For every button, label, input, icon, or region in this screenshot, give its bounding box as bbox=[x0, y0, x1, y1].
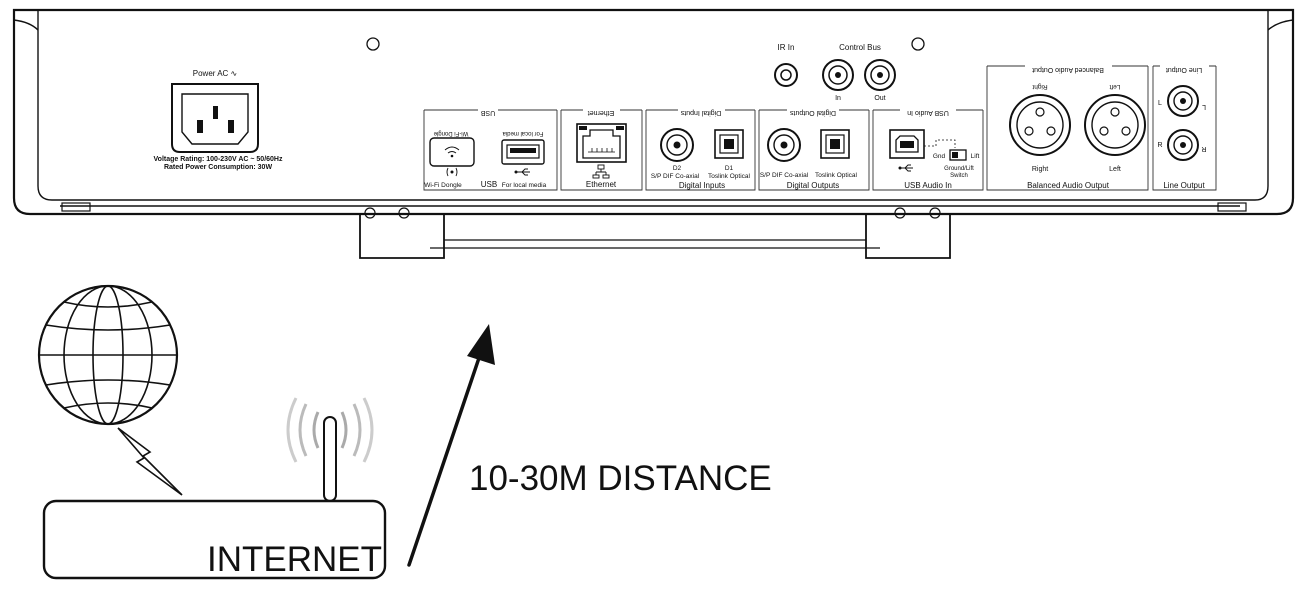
line-output-l-jack[interactable] bbox=[1167, 85, 1199, 117]
toslink-optical-label: Toslink Optical bbox=[708, 173, 750, 180]
ethernet-label: Ethernet bbox=[586, 180, 617, 189]
spdif-coaxial-out-label: S/P DIF Co-axial bbox=[760, 172, 809, 179]
voltage-rating: Voltage Rating: 100-230V AC ~ 50/60Hz bbox=[154, 156, 283, 163]
xlr-left-output[interactable] bbox=[1084, 94, 1146, 156]
power-ac-inlet[interactable]: Power AC ∿ Voltage Rating: 100-230V AC ~… bbox=[154, 69, 283, 171]
local-media-mirrored: For local media bbox=[502, 130, 544, 136]
control-bus-label: Control Bus bbox=[839, 43, 881, 52]
digital-inputs-group: Digital Inputs D2 D1 S/P DIF Co-axial To… bbox=[645, 109, 756, 191]
power-ac-label: Power AC ∿ bbox=[193, 69, 238, 78]
local-media-label: For local media bbox=[502, 182, 547, 189]
r-label: R bbox=[1157, 142, 1162, 149]
usb-label: USB bbox=[481, 180, 497, 189]
digital-inputs-title-mirrored: Digital Inputs bbox=[680, 109, 721, 116]
router: INTERNET bbox=[42, 397, 387, 580]
power-pin-earth bbox=[213, 106, 218, 119]
wifi-symbol-icon bbox=[446, 167, 458, 177]
gnd-label: Gnd bbox=[933, 153, 946, 160]
distance-arrow bbox=[407, 324, 495, 567]
digital-inputs-label: Digital Inputs bbox=[679, 181, 725, 190]
usb-symbol-icon bbox=[514, 168, 530, 176]
spdif-coaxial-label: S/P DIF Co-axial bbox=[651, 173, 700, 180]
line-output-title-mirrored: Line Output bbox=[1166, 66, 1202, 73]
wifi-dongle-label: Wi-Fi Dongle bbox=[424, 182, 462, 189]
wifi-signal-icon bbox=[286, 397, 374, 463]
usb-audio-in-label: USB Audio In bbox=[904, 181, 952, 190]
ir-control-section: IR In Control Bus In Out bbox=[774, 43, 896, 102]
line-output-r-jack[interactable] bbox=[1167, 129, 1199, 161]
control-bus-out-label: Out bbox=[874, 95, 885, 102]
digital-outputs-title-mirrored: Digital Outputs bbox=[790, 109, 836, 116]
coaxial-input-d2[interactable] bbox=[660, 128, 694, 162]
usb-local-media-port[interactable] bbox=[501, 139, 545, 165]
usb-b-port[interactable] bbox=[889, 129, 925, 159]
internet-label: INTERNET bbox=[207, 540, 382, 579]
usb-audio-symbol-icon bbox=[898, 164, 913, 172]
right-mirrored: Right bbox=[1032, 83, 1047, 90]
usb-group: USB Wi-Fi Dongle For local media Wi-Fi D… bbox=[423, 109, 558, 191]
xlr-right-output[interactable] bbox=[1009, 94, 1071, 156]
router-box bbox=[42, 499, 387, 580]
usb-title-mirrored: USB bbox=[480, 109, 495, 116]
left-mirrored: Left bbox=[1109, 83, 1120, 90]
ethernet-port[interactable] bbox=[576, 123, 627, 163]
usb-audio-in-title-mirrored: USB Audio In bbox=[907, 109, 949, 116]
digital-outputs-group: Digital Outputs S/P DIF Co-axial Toslink… bbox=[758, 109, 870, 191]
switch-label: Switch bbox=[950, 173, 968, 179]
balanced-title-mirrored: Balanced Audio Output bbox=[1032, 66, 1104, 73]
line-output-label: Line Output bbox=[1163, 181, 1205, 190]
power-pin-left bbox=[197, 120, 203, 133]
toslink-optical-out-label: Toslink Optical bbox=[815, 172, 857, 179]
ethernet-title-mirrored: Ethernet bbox=[588, 109, 615, 116]
digital-outputs-label: Digital Outputs bbox=[787, 181, 839, 190]
control-bus-in-jack[interactable] bbox=[822, 59, 854, 91]
d1-label: D1 bbox=[725, 165, 734, 172]
usb-audio-in-group: USB Audio In Gnd Lift Ground/Lift Switch… bbox=[872, 109, 984, 191]
wifi-dongle-mirrored: Wi-Fi Dongle bbox=[433, 130, 468, 136]
power-pin-right bbox=[228, 120, 234, 133]
globe-icon bbox=[37, 284, 179, 426]
wifi-dongle-port[interactable] bbox=[429, 137, 475, 167]
line-output-group: Line Output L L R R Line Output bbox=[1152, 65, 1217, 191]
control-bus-in-label: In bbox=[835, 95, 841, 102]
lift-label: Lift bbox=[971, 153, 980, 160]
optical-output[interactable] bbox=[820, 129, 850, 159]
rated-power: Rated Power Consumption: 30W bbox=[164, 164, 273, 171]
l-mirrored: L bbox=[1202, 103, 1206, 110]
ir-in-label: IR In bbox=[778, 43, 795, 52]
distance-label: 10-30M DISTANCE bbox=[469, 459, 772, 498]
ethernet-group: Ethernet Ethernet bbox=[560, 109, 643, 191]
r-mirrored: R bbox=[1201, 145, 1206, 152]
l-label: L bbox=[1158, 100, 1162, 107]
network-icon bbox=[592, 164, 610, 179]
ground-lift-switch[interactable] bbox=[949, 149, 967, 161]
balanced-output-group: Balanced Audio Output Right Left Right L… bbox=[986, 65, 1149, 191]
coaxial-output[interactable] bbox=[767, 128, 801, 162]
router-antenna bbox=[323, 416, 337, 502]
ir-in-jack[interactable] bbox=[774, 63, 798, 87]
d2-label: D2 bbox=[673, 165, 682, 172]
balanced-output-label: Balanced Audio Output bbox=[1027, 181, 1110, 190]
optical-input-d1[interactable] bbox=[714, 129, 744, 159]
left-label: Left bbox=[1109, 166, 1121, 173]
control-bus-out-jack[interactable] bbox=[864, 59, 896, 91]
lightning-bolt-icon bbox=[117, 427, 183, 496]
right-label: Right bbox=[1032, 166, 1048, 173]
device-rear-panel bbox=[12, 8, 1295, 259]
ground-lift-label: Ground/Lift bbox=[944, 166, 974, 172]
